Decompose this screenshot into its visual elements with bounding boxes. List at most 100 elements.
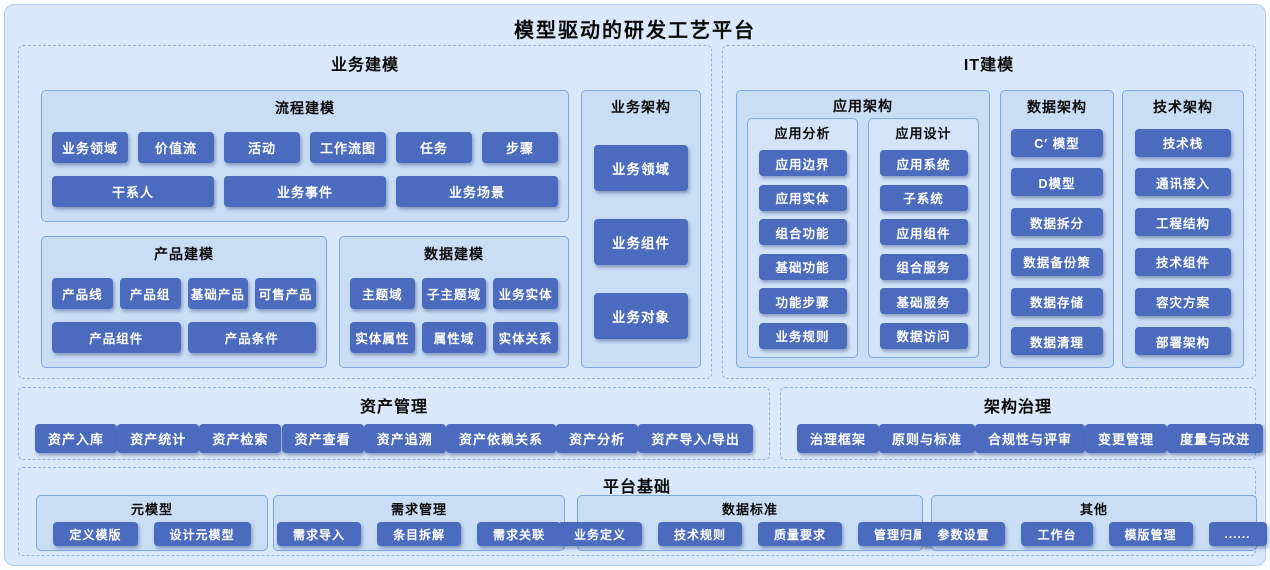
- datastandard-item: 技术规则: [657, 522, 742, 546]
- process-item: 业务领域: [52, 132, 128, 163]
- process-item: 干系人: [52, 176, 214, 207]
- appanalysis-item: 功能步骤: [758, 288, 847, 315]
- metamodel-item: 定义模版: [53, 522, 138, 546]
- panel-application-architecture: 应用架构 应用分析 应用边界 应用实体 组合功能 基础功能 功能步骤 业务规则 …: [736, 90, 990, 368]
- asset-item: 资产分析: [556, 424, 639, 453]
- application-design-title: 应用设计: [895, 126, 952, 141]
- data-standard-title: 数据标准: [721, 502, 778, 517]
- meta-model-row: 定义模版 设计元模型: [37, 518, 267, 550]
- process-item: 任务: [396, 132, 472, 163]
- asset-item: 资产导入/导出: [638, 424, 753, 453]
- dataarch-item: 数据存储: [1011, 287, 1103, 316]
- other-item: 模版管理: [1108, 522, 1193, 546]
- data-standard-row: 业务定义 技术规则 质量要求 管理归属: [557, 518, 943, 550]
- data-architecture-title: 数据架构: [1027, 99, 1087, 115]
- business-architecture-title: 业务架构: [611, 99, 671, 115]
- it-modeling-title: IT建模: [963, 57, 1015, 74]
- bizarch-item: 业务领域: [594, 145, 688, 191]
- appdesign-item: 数据访问: [879, 322, 968, 349]
- panel-meta-model: 元模型 定义模版 设计元模型: [36, 495, 268, 551]
- techarch-item: 部署架构: [1135, 327, 1231, 356]
- section-asset-management: 资产管理 资产入库 资产统计 资产检索 资产查看 资产追溯 资产依赖关系 资产分…: [18, 387, 770, 460]
- dataarch-item: 数据备份策: [1011, 247, 1103, 276]
- dataarch-item: 数据拆分: [1011, 208, 1103, 237]
- dataarch-item: D模型: [1011, 168, 1103, 197]
- process-item: 价值流: [138, 132, 214, 163]
- appdesign-item: 应用组件: [879, 219, 968, 246]
- appdesign-item: 基础服务: [879, 288, 968, 315]
- governance-row: 治理框架 原则与标准 合规性与评审 变更管理 度量与改进: [797, 424, 1264, 453]
- metamodel-item: 设计元模型: [153, 522, 251, 546]
- appanalysis-item: 应用边界: [758, 150, 847, 177]
- panel-process-modeling: 流程建模 业务领域 价值流 活动 工作流图 任务 步骤 干系人 业务事件 业务场…: [41, 90, 569, 222]
- requirement-management-title: 需求管理: [390, 502, 447, 517]
- process-modeling-row1: 业务领域 价值流 活动 工作流图 任务 步骤: [52, 132, 558, 163]
- meta-model-title: 元模型: [130, 502, 173, 517]
- appdesign-item: 应用系统: [879, 150, 968, 177]
- product-modeling-row1: 产品线 产品组 基础产品 可售产品: [52, 278, 316, 309]
- data-modeling-row2: 实体属性 属性域 实体关系: [350, 322, 559, 353]
- requirement-item: 需求关联: [477, 522, 562, 546]
- asset-item: 资产检索: [199, 424, 282, 453]
- governance-item: 度量与改进: [1167, 424, 1264, 453]
- data-modeling-row1: 主题域 子主题域 业务实体: [350, 278, 559, 309]
- governance-item: 治理框架: [797, 424, 880, 453]
- data-architecture-stack: C′ 模型 D模型 数据拆分 数据备份策 数据存储 数据清理: [1001, 117, 1113, 367]
- panel-application-design: 应用设计 应用系统 子系统 应用组件 组合服务 基础服务 数据访问: [868, 118, 979, 358]
- platform-foundation-title: 平台基础: [602, 479, 671, 496]
- asset-item: 资产追溯: [363, 424, 446, 453]
- asset-item: 资产依赖关系: [445, 424, 556, 453]
- panel-tech-architecture: 技术架构 技术栈 通讯接入 工程结构 技术组件 容灾方案 部署架构: [1122, 90, 1244, 368]
- business-architecture-stack: 业务领域 业务组件 业务对象: [582, 117, 700, 367]
- asset-item: 资产查看: [281, 424, 364, 453]
- appanalysis-item: 应用实体: [758, 184, 847, 211]
- requirement-row: 需求导入 条目拆解 需求关联: [274, 518, 564, 550]
- panel-data-modeling: 数据建模 主题域 子主题域 业务实体 实体属性 属性域 实体关系: [339, 236, 569, 368]
- panel-requirement-management: 需求管理 需求导入 条目拆解 需求关联: [273, 495, 565, 551]
- platform-diagram: 模型驱动的研发工艺平台 业务建模 流程建模 业务领域 价值流 活动 工作流图 任…: [4, 4, 1267, 566]
- requirement-item: 条目拆解: [376, 522, 461, 546]
- techarch-item: 工程结构: [1135, 208, 1231, 237]
- datamodel-item: 属性域: [421, 322, 487, 353]
- datamodel-item: 子主题域: [421, 278, 487, 309]
- techarch-item: 容灾方案: [1135, 287, 1231, 316]
- datastandard-item: 业务定义: [557, 522, 642, 546]
- section-business-modeling: 业务建模 流程建模 业务领域 价值流 活动 工作流图 任务 步骤 干系人 业务事…: [18, 45, 712, 379]
- other-item: 参数设置: [921, 522, 1006, 546]
- section-architecture-governance: 架构治理 治理框架 原则与标准 合规性与评审 变更管理 度量与改进: [780, 387, 1264, 460]
- process-item: 活动: [224, 132, 300, 163]
- governance-item: 合规性与评审: [975, 424, 1086, 453]
- product-item: 产品条件: [187, 322, 316, 353]
- datastandard-item: 质量要求: [758, 522, 843, 546]
- appdesign-item: 子系统: [879, 184, 968, 211]
- datamodel-item: 实体属性: [350, 322, 415, 353]
- appdesign-item: 组合服务: [879, 253, 968, 280]
- other-item: 工作台: [1021, 522, 1093, 546]
- process-item: 步骤: [482, 132, 558, 163]
- techarch-item: 技术栈: [1135, 128, 1231, 157]
- application-analysis-stack: 应用边界 应用实体 组合功能 基础功能 功能步骤 业务规则: [748, 142, 857, 357]
- product-item: 产品组件: [52, 322, 181, 353]
- product-modeling-title: 产品建模: [154, 246, 214, 262]
- datamodel-item: 实体关系: [493, 322, 559, 353]
- governance-item: 原则与标准: [879, 424, 976, 453]
- process-modeling-row2: 干系人 业务事件 业务场景: [52, 176, 558, 207]
- process-modeling-title: 流程建模: [275, 100, 335, 116]
- other-item: ......: [1208, 522, 1267, 546]
- asset-management-row: 资产入库 资产统计 资产检索 资产查看 资产追溯 资产依赖关系 资产分析 资产导…: [35, 424, 753, 453]
- dataarch-item: 数据清理: [1011, 327, 1103, 356]
- techarch-item: 技术组件: [1135, 247, 1231, 276]
- panel-product-modeling: 产品建模 产品线 产品组 基础产品 可售产品 产品组件 产品条件: [41, 236, 327, 368]
- section-it-modeling: IT建模 应用架构 应用分析 应用边界 应用实体 组合功能 基础功能 功能步骤 …: [722, 45, 1256, 379]
- section-platform-foundation: 平台基础 元模型 定义模版 设计元模型 需求管理 需求导入 条目拆解 需求关联 …: [18, 467, 1267, 556]
- process-item: 业务场景: [396, 176, 558, 207]
- business-modeling-title: 业务建模: [330, 57, 399, 74]
- tech-architecture-stack: 技术栈 通讯接入 工程结构 技术组件 容灾方案 部署架构: [1123, 117, 1243, 367]
- application-analysis-title: 应用分析: [774, 126, 831, 141]
- dataarch-item: C′ 模型: [1011, 128, 1103, 157]
- tech-architecture-title: 技术架构: [1153, 99, 1213, 115]
- process-item: 工作流图: [310, 132, 386, 163]
- product-item: 基础产品: [187, 278, 249, 309]
- requirement-item: 需求导入: [276, 522, 361, 546]
- application-design-stack: 应用系统 子系统 应用组件 组合服务 基础服务 数据访问: [869, 142, 978, 357]
